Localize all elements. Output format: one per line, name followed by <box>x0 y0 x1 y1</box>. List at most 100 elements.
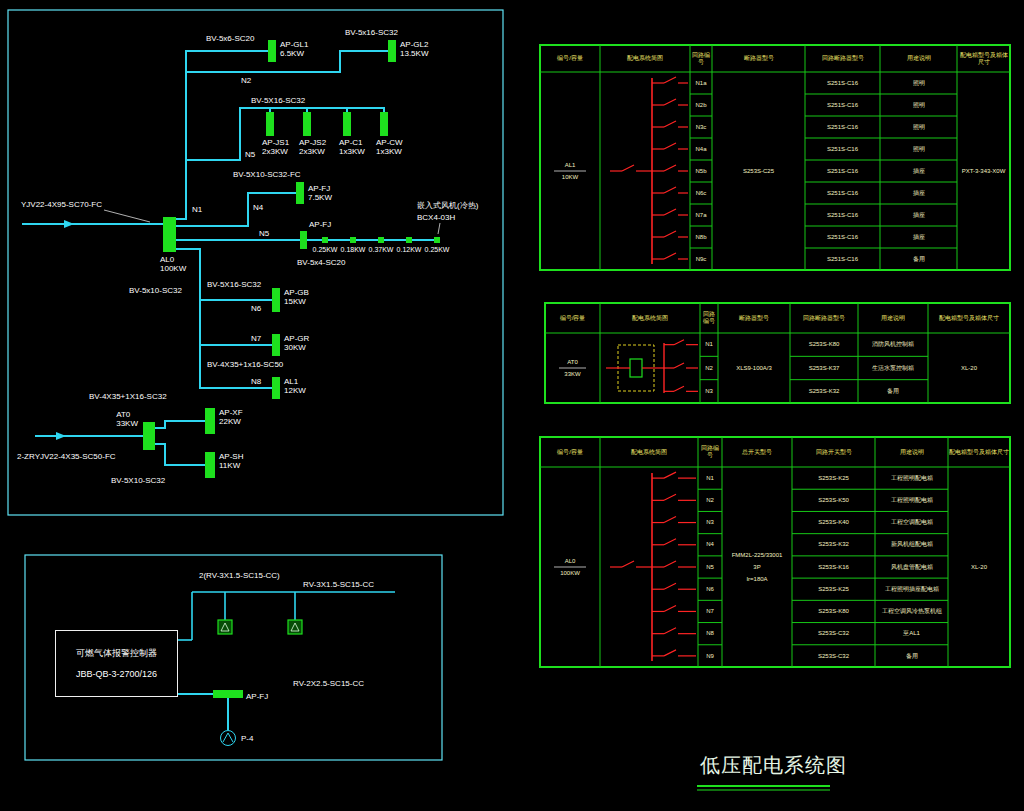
table-rule <box>790 379 928 380</box>
node-label: JBB-QB-3-2700/126 <box>76 669 157 679</box>
breaker-symbol <box>664 77 676 83</box>
cable-connector <box>328 239 350 241</box>
table-rule <box>718 303 719 403</box>
breaker-symbol <box>678 655 696 656</box>
controller-box: 可燃气体报警控制器JBB-QB-3-2700/126 <box>55 630 178 697</box>
breaker-symbol <box>664 494 676 500</box>
node-label: AL0 <box>160 255 186 264</box>
node-label: 33KW <box>116 419 138 428</box>
node-label: 0.25KW <box>425 246 450 254</box>
table-header: 配电箱型号及箱体尺寸 <box>928 303 1010 333</box>
table-cell: 生活水泵控制箱 <box>858 356 928 379</box>
gas-detector-symbol <box>218 620 232 634</box>
node-label: 13.5KW <box>400 49 428 58</box>
breaker-symbol <box>678 236 688 237</box>
table-cell: 备用 <box>880 248 957 270</box>
diagram-title: 低压配电系统图 <box>700 752 847 779</box>
table-rule <box>698 511 722 512</box>
node-text-group: AP-FJ7.5KW <box>308 184 332 202</box>
table-cell: XL-20 <box>928 362 1010 374</box>
wire-line <box>224 592 226 620</box>
table-header: 用途说明 <box>880 45 957 72</box>
breaker-symbol <box>652 544 664 545</box>
node-text-group: AP-SH11KW <box>219 452 243 470</box>
table-rule <box>690 248 712 249</box>
cable-label: N4 <box>252 203 264 212</box>
table-cell: 备用 <box>858 380 928 403</box>
cable-connector <box>176 108 307 219</box>
breaker-symbol <box>652 104 664 105</box>
wire-line <box>178 639 192 641</box>
breaker-symbol <box>664 561 676 567</box>
table-rule <box>805 226 957 227</box>
table-cell: 风机盘管配电箱 <box>875 556 948 578</box>
table-cell: 工程照明插座配电箱 <box>875 578 948 600</box>
cable-label: 2(RV-3X1.5-SC15-CC) <box>198 571 281 580</box>
table-cell: N6 <box>698 578 722 600</box>
table-frame <box>540 45 1010 270</box>
table-cell: 照明 <box>880 116 957 138</box>
table-rule <box>792 578 948 579</box>
node-text-group: 0.37KW <box>369 246 394 254</box>
table-cell: 照明 <box>880 72 957 94</box>
table-cell: N3 <box>700 380 718 403</box>
node-text-group: AP-FJ <box>246 692 268 701</box>
table-cell: N9 <box>698 645 722 667</box>
breaker-symbol <box>664 99 676 105</box>
cable-label: BV-4X35+1x16-SC50 <box>206 360 284 369</box>
table-cell: AL0 <box>540 555 600 567</box>
node-label: 11KW <box>219 461 243 470</box>
main-switch-symbol <box>622 561 634 567</box>
table-header: 回路编号 <box>700 303 718 333</box>
table-rule <box>790 356 928 357</box>
table-cell: S251S-C16 <box>805 204 880 226</box>
breaker-symbol <box>652 522 664 523</box>
table-cell: N6c <box>690 182 712 204</box>
switch-symbol <box>642 367 664 368</box>
table-header: 用途说明 <box>858 303 928 333</box>
fan-coil-unit: 0.12KW <box>406 237 412 243</box>
feeder-line <box>35 435 143 437</box>
node-label: AP-JS2 <box>299 138 326 147</box>
table-header: 配电箱型号及箱体尺寸 <box>957 45 1010 72</box>
table-cell: 照明 <box>880 138 957 160</box>
table-rule <box>805 160 957 161</box>
table-rule <box>600 303 601 403</box>
table-cell: S253S-K25 <box>792 467 875 489</box>
node-label: 1x3KW <box>339 147 365 156</box>
breaker-symbol <box>652 82 664 83</box>
table-cell: N5b <box>690 160 712 182</box>
cable-label: N1 <box>191 205 203 214</box>
node-text-group: AT033KW <box>116 410 138 428</box>
cable-connector <box>412 239 434 241</box>
breaker-symbol <box>652 633 664 634</box>
table-rule <box>698 489 722 490</box>
breaker-symbol <box>686 344 698 345</box>
table-cell: N2 <box>698 489 722 511</box>
breaker-symbol <box>686 391 698 392</box>
table-rule <box>700 379 718 380</box>
table-rule <box>792 600 948 601</box>
table-cell: S251S-C16 <box>805 72 880 94</box>
breaker-symbol <box>678 148 688 149</box>
table-cell: S251S-C16 <box>805 138 880 160</box>
node-label: 22KW <box>219 417 243 426</box>
breaker-symbol <box>678 126 688 127</box>
breaker-symbol <box>652 236 664 237</box>
table-rule <box>792 555 948 556</box>
cable-connector <box>384 239 406 241</box>
table-cell: S253S-K50 <box>792 489 875 511</box>
table-cell: 照明 <box>880 94 957 116</box>
table-cell: S253S-C25 <box>712 165 805 177</box>
breaker-symbol <box>652 566 664 567</box>
table-cell: 3P <box>722 561 792 573</box>
node-label: 0.18KW <box>341 246 366 254</box>
table-header: 断路器型号 <box>712 45 805 72</box>
table-header: 总开关型号 <box>722 437 792 467</box>
cell-divider <box>554 171 586 172</box>
fan-coil-unit: 0.18KW <box>350 237 356 243</box>
table-cell: 工程空调风冷热泵机组 <box>875 600 948 622</box>
table-rule <box>540 72 1010 73</box>
